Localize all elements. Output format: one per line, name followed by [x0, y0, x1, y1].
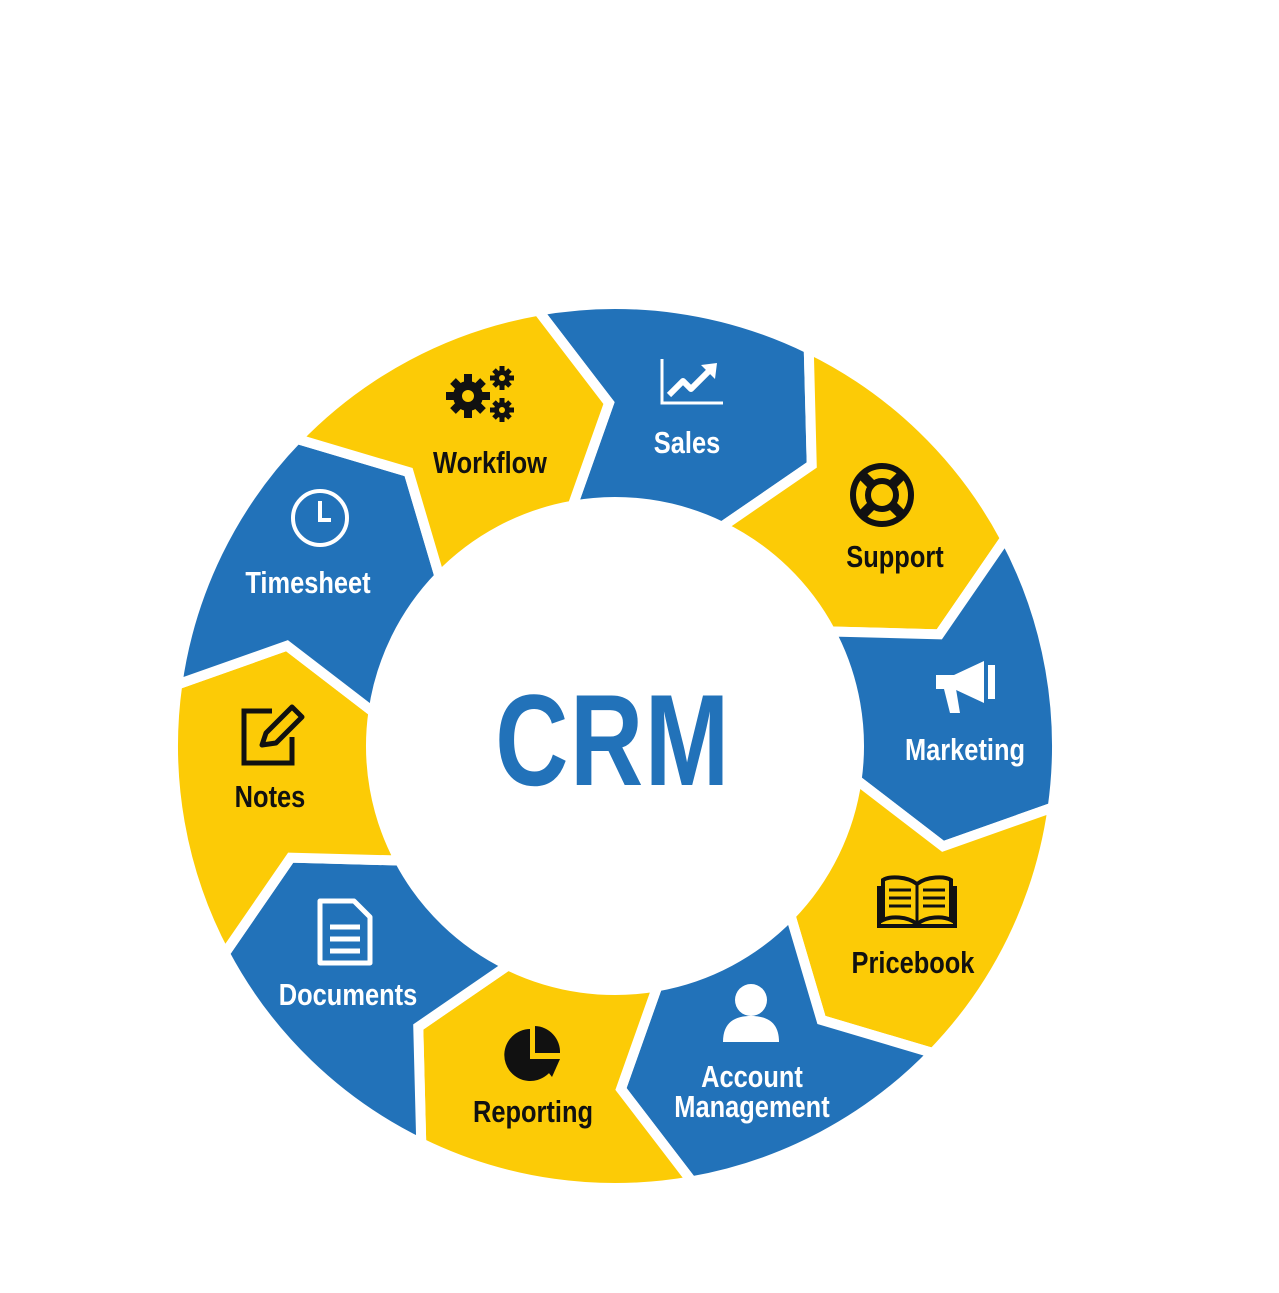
- edit-note-icon: [241, 704, 305, 766]
- center-title: CRM: [495, 667, 731, 813]
- document-icon: [317, 898, 373, 966]
- segment-label-pricebook: Pricebook: [851, 945, 975, 980]
- pie-chart-icon: [504, 1026, 561, 1081]
- user-icon: [723, 984, 779, 1042]
- lifebuoy-icon: [850, 463, 914, 527]
- segment-label-sales: Sales: [653, 425, 721, 460]
- segment-label-timesheet: Timesheet: [245, 565, 371, 600]
- gears-icon: [446, 366, 514, 422]
- segment-label-reporting: Reporting: [472, 1094, 594, 1129]
- segment-workflow: [287, 305, 615, 587]
- clock-icon: [291, 489, 349, 547]
- chart-trend-icon: [660, 359, 723, 405]
- segment-label-support: Support: [846, 539, 944, 574]
- open-book-icon: [877, 875, 957, 928]
- segment-label-workflow: Workflow: [433, 445, 547, 480]
- megaphone-icon: [936, 661, 995, 713]
- segment-label-notes: Notes: [234, 779, 306, 814]
- segment-label-account-management: Account Management: [674, 1059, 830, 1124]
- segment-label-marketing: Marketing: [904, 732, 1026, 767]
- segment-label-documents: Documents: [278, 977, 418, 1012]
